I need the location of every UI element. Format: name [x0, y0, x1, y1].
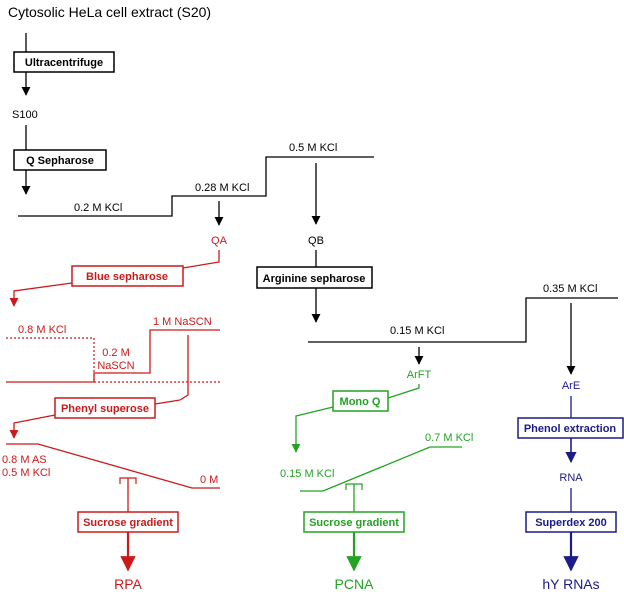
arginine-sepharose-label: Arginine sepharose	[263, 273, 366, 285]
mono-q-box	[332, 390, 389, 412]
q-mid-salt: 0.28 M KCl	[195, 182, 249, 194]
q-sepharose-box	[13, 149, 107, 171]
blue-nascn-line2: NaSCN	[97, 360, 134, 372]
phenyl-zero-salt: 0 M	[200, 474, 218, 486]
blue-out-arrow	[9, 282, 73, 307]
blue-nascn-step	[6, 329, 220, 383]
ultracentrifuge-label: Ultracentrifuge	[25, 57, 103, 69]
phenyl-superose-box	[54, 397, 156, 419]
pcna-product: PCNA	[335, 576, 375, 592]
qa-to-blue	[182, 250, 220, 269]
phenyl-gradient	[6, 443, 220, 489]
sucrose-red-label: Sucrose gradient	[83, 517, 173, 529]
blue-nascn-high: 1 M NaSCN	[153, 316, 212, 328]
superdex-label: Superdex 200	[535, 517, 607, 529]
blue-nascn-line1: 0.2 M	[102, 347, 130, 359]
rna-fraction: RNA	[559, 472, 583, 484]
blue-kcl-salt: 0.8 M KCl	[18, 324, 66, 336]
phenyl-as-salt: 0.8 M AS	[2, 454, 47, 466]
mono-q-label: Mono Q	[340, 396, 381, 408]
ultracentrifuge-box	[13, 51, 115, 73]
arginine-low-salt: 0.15 M KCl	[390, 325, 444, 337]
sucrose-green-label: Sucrose gradient	[309, 517, 399, 529]
monoq-gradient	[300, 446, 462, 492]
monoq-low-salt: 0.15 M KCl	[280, 468, 334, 480]
monoq-high-salt: 0.7 M KCl	[425, 432, 473, 444]
phenyl-in	[154, 399, 181, 405]
q-sepharose-label: Q Sepharose	[26, 155, 94, 167]
blue-sepharose-label: Blue sepharose	[86, 271, 168, 283]
phenyl-out-arrow	[9, 414, 56, 439]
qb-fraction: QB	[308, 235, 324, 247]
q-step-gradient	[18, 156, 374, 217]
arginine-high-salt: 0.35 M KCl	[543, 283, 597, 295]
phenyl-kcl-salt: 0.5 M KCl	[2, 467, 50, 479]
nascn-pool	[179, 335, 189, 401]
arft-to-monoq	[387, 384, 420, 399]
arft-fraction: ArFT	[407, 369, 432, 381]
qa-fraction: QA	[211, 235, 228, 247]
monoq-out-arrow	[291, 406, 334, 453]
blue-sepharose-box	[71, 265, 184, 287]
phenyl-superose-label: Phenyl superose	[61, 403, 149, 415]
arginine-sepharose-box	[256, 266, 373, 289]
s100-label: S100	[12, 109, 38, 121]
q-high-salt: 0.5 M KCl	[289, 142, 337, 154]
q-low-salt: 0.2 M KCl	[74, 202, 122, 214]
arginine-step-gradient	[308, 297, 618, 343]
are-fraction: ArE	[562, 380, 580, 392]
hy-rnas-product: hY RNAs	[542, 576, 599, 592]
diagram-title: Cytosolic HeLa cell extract (S20)	[8, 4, 211, 20]
phenol-extraction-label: Phenol extraction	[524, 423, 617, 435]
rpa-product: RPA	[114, 576, 142, 592]
